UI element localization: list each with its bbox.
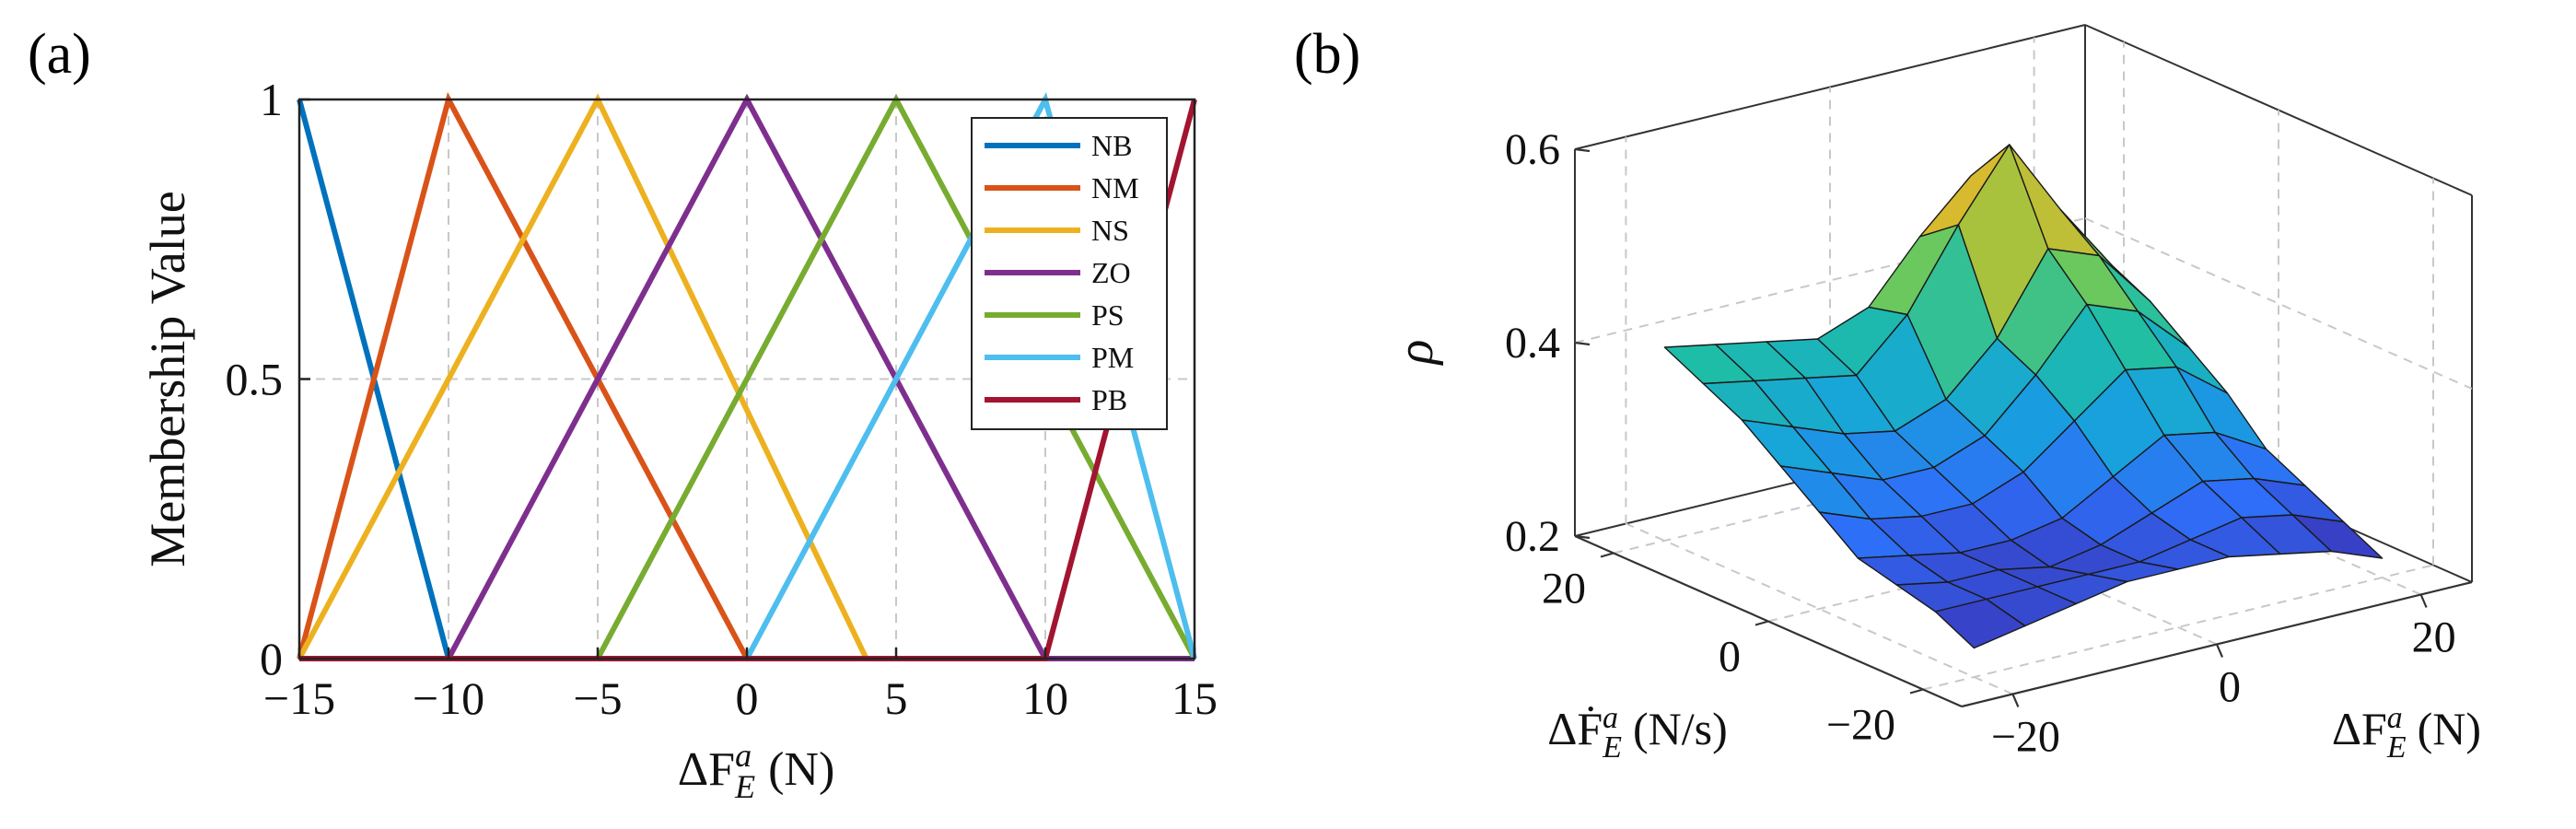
b-y-tick-label-20: 20: [1542, 565, 1586, 613]
b-y-tick-label--20: −20: [1826, 701, 1895, 750]
b-y-tick-mark--20: [1909, 688, 1924, 695]
b-y-axis-label: ΔḞEa(N/s): [1547, 701, 1728, 765]
b-x-tick-label-20: 20: [2412, 613, 2456, 662]
a-legend: NB NM NS ZO PS PM PB: [971, 117, 1168, 430]
a-x-axis-label: ΔFEa(N): [678, 737, 835, 805]
a-x-tick-label-15: 15: [1171, 672, 1218, 724]
b-x-tick-label-0: 0: [2219, 663, 2241, 712]
b-z-tick-mark-0.4: [1574, 341, 1591, 346]
panel-a-label: (a): [28, 23, 91, 86]
b-y-tick-mark-0: [1754, 620, 1769, 626]
a-y-axis-label: Membership Value: [140, 191, 195, 566]
membership-chart: −15 −10 −5 0 5 10 15 0 0.5 1 Membership Value ΔFE…: [140, 74, 1218, 805]
b-x-tick-mark-0: [2215, 644, 2224, 658]
b-x-tick-mark--20: [2011, 694, 2020, 707]
b-grid-x-floor--20: [1625, 522, 2013, 695]
a-x-tick-label--5: −5: [573, 672, 622, 724]
a-x-tick-label--10: −10: [413, 672, 484, 724]
b-y-tick-label-0: 0: [1719, 633, 1741, 682]
a-x-tick-label-0: 0: [736, 672, 759, 724]
a-legend-label-nb: NB: [1091, 129, 1132, 162]
a-y-tick-label-0.5: 0.5: [226, 354, 284, 405]
a-y-tick-label-0: 0: [260, 633, 283, 684]
a-x-tick-label-5: 5: [885, 672, 908, 724]
surface-chart: 0.2 0.4 0.6 −20 0 20 −20 0 20 ρ ΔḞEa(N/s) ΔFEa(N…: [1387, 24, 2481, 765]
a-x-tick-label--15: −15: [263, 672, 335, 724]
b-x-tick-mark-20: [2419, 594, 2428, 608]
b-y-tick-mark-20: [1600, 552, 1614, 558]
b-z-tick-mark-0.6: [1574, 147, 1591, 153]
b-z-tick-label-0.6: 0.6: [1505, 125, 1560, 174]
a-legend-label-nm: NM: [1091, 171, 1139, 204]
b-z-tick-label-0.4: 0.4: [1505, 319, 1560, 368]
panel-b-label: (b): [1294, 23, 1361, 86]
a-legend-label-ns: NS: [1091, 214, 1129, 247]
a-y-tick-label-1: 1: [260, 74, 283, 125]
a-x-tick-label-10: 10: [1022, 672, 1068, 724]
b-z-tick-label-0.2: 0.2: [1505, 512, 1560, 561]
b-x-tick-label--20: −20: [1991, 713, 2060, 762]
a-ticks: −15 −10 −5 0 5 10 15 0 0.5 1: [226, 74, 1218, 724]
b-z-axis-label: ρ: [1387, 340, 1444, 367]
b-surface: [1663, 144, 2384, 649]
a-legend-label-pb: PB: [1091, 383, 1127, 416]
b-grid-y-floor--20: [1922, 564, 2434, 691]
b-grid-z-side-0.4: [2084, 217, 2473, 390]
a-legend-label-ps: PS: [1091, 298, 1125, 332]
a-legend-label-pm: PM: [1091, 341, 1134, 374]
b-ticks: 0.2 0.4 0.6 −20 0 20 −20 0 20: [1505, 125, 2456, 762]
a-legend-label-zo: ZO: [1091, 256, 1131, 289]
b-z-tick-mark-0.2: [1574, 534, 1591, 540]
b-x-axis-label: ΔFEa(N): [2332, 701, 2481, 765]
b-surface-patch-0-0: [1934, 598, 2026, 649]
